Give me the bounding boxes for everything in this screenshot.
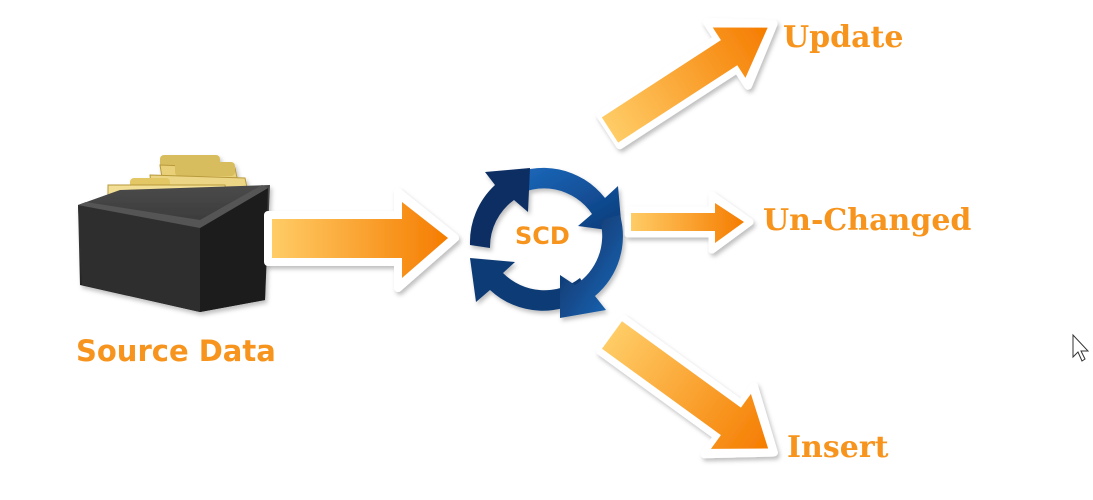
cycle-arrows-icon: [469, 167, 623, 318]
insert-arrow: [596, 314, 778, 459]
insert-label: Insert: [787, 430, 889, 465]
card-file-box-icon: [78, 155, 270, 312]
source-data-label: Source Data: [76, 334, 276, 368]
input-arrow: [264, 188, 459, 292]
scd-label: SCD: [515, 222, 570, 250]
update-label: Update: [783, 20, 904, 55]
mouse-pointer-icon: [1072, 333, 1090, 362]
unchanged-arrow: [624, 191, 754, 254]
unchanged-label: Un-Changed: [763, 203, 972, 238]
update-arrow: [596, 17, 778, 150]
